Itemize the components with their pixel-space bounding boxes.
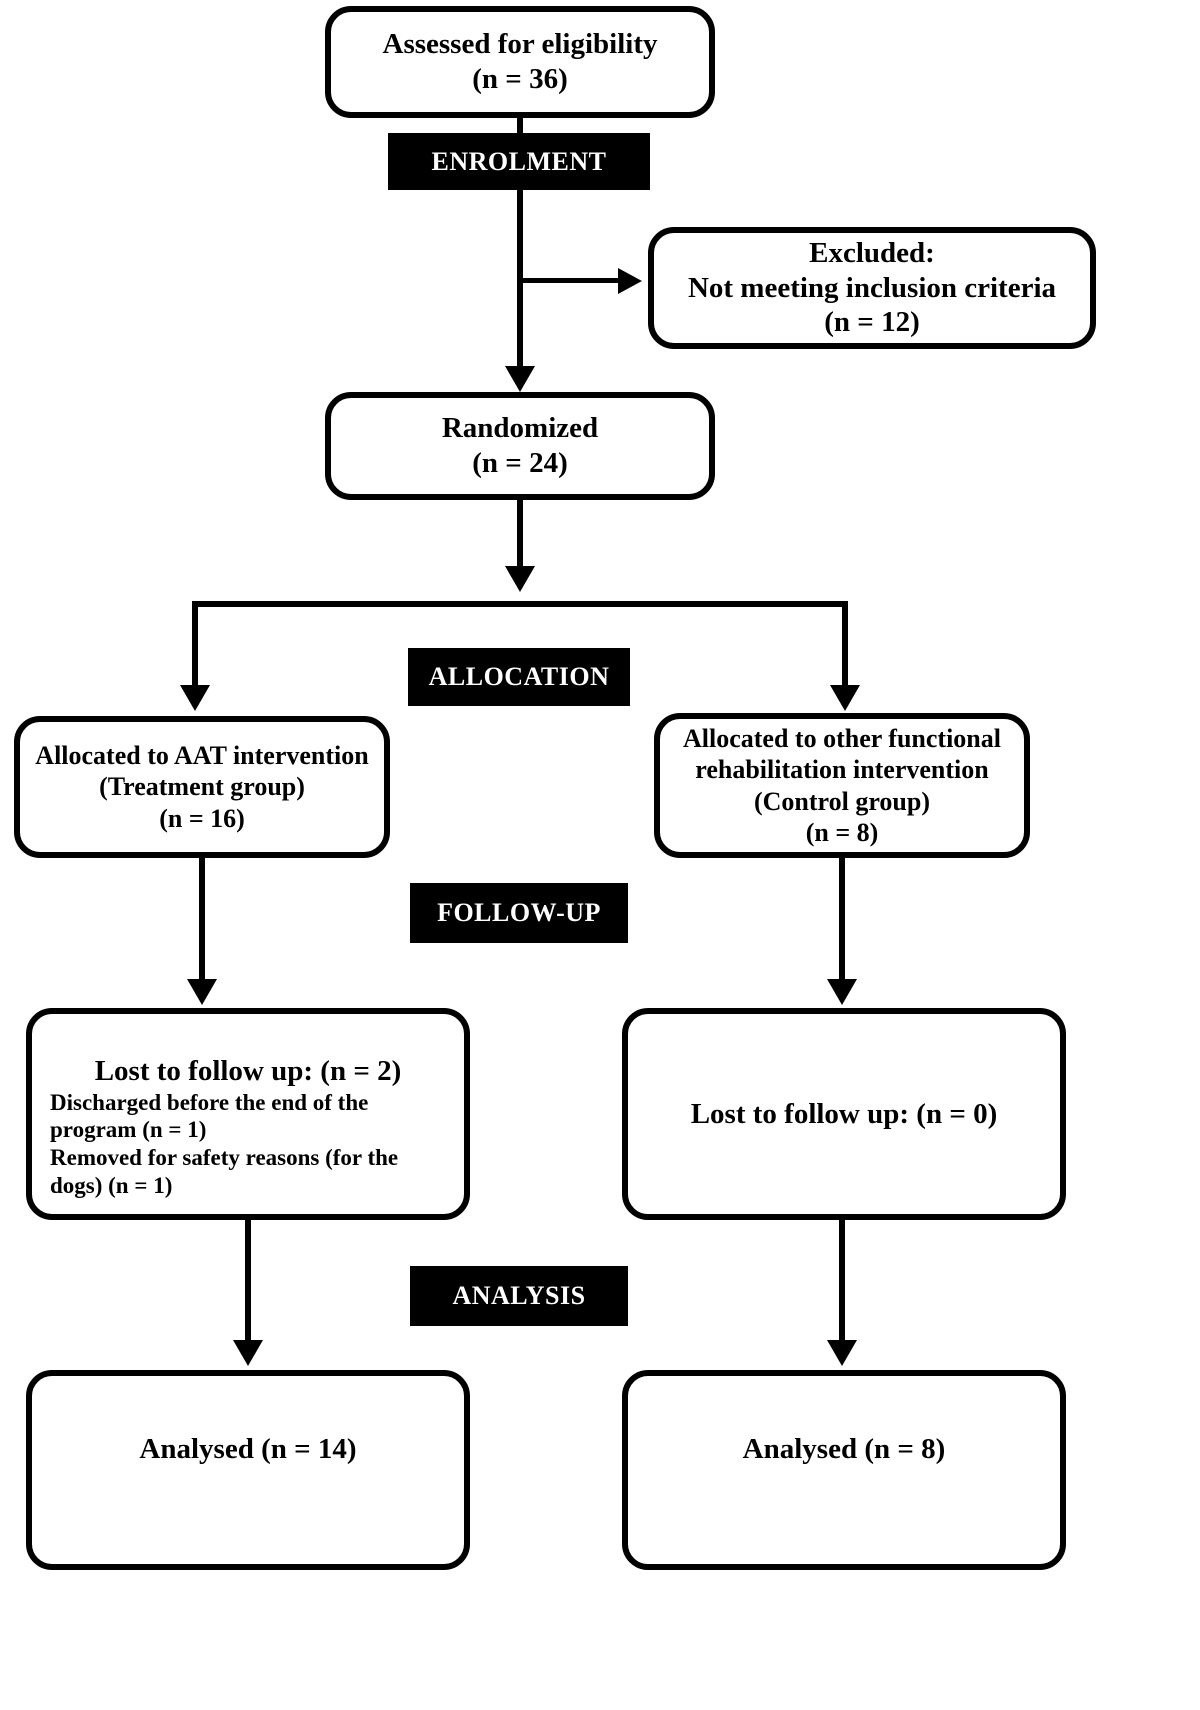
node-lost-control: Lost to follow up: (n = 0) bbox=[622, 1008, 1066, 1220]
connector-treatment-to-lost bbox=[199, 858, 205, 986]
excluded-line-1: Excluded: bbox=[809, 236, 935, 269]
connector-randomized-down bbox=[517, 500, 523, 572]
lost-treatment-line-1: Discharged before the end of the bbox=[50, 1089, 369, 1115]
connector-split-left bbox=[192, 601, 198, 693]
analysed-treatment-line-1: Analysed (n = 14) bbox=[139, 1433, 357, 1465]
arrowhead-to-randomized bbox=[505, 366, 535, 392]
node-lost-treatment: Lost to follow up: (n = 2) Discharged be… bbox=[26, 1008, 470, 1220]
arrowhead-control-to-analysed bbox=[827, 1340, 857, 1366]
connector-lost-control-to-analysed bbox=[839, 1220, 845, 1348]
node-excluded: Excluded: Not meeting inclusion criteria… bbox=[648, 227, 1096, 349]
banner-allocation: ALLOCATION bbox=[408, 648, 630, 706]
arrowhead-randomized-split bbox=[505, 566, 535, 592]
allocated-control-line-3: (Control group) bbox=[754, 786, 930, 816]
connector-to-excluded bbox=[520, 278, 624, 283]
allocated-control-line-2: rehabilitation intervention bbox=[695, 755, 989, 785]
assessed-line-1: Assessed for eligibility bbox=[382, 28, 658, 61]
excluded-line-3: (n = 12) bbox=[824, 306, 920, 339]
arrowhead-to-excluded bbox=[618, 268, 642, 294]
node-analysed-control: Analysed (n = 8) bbox=[622, 1370, 1066, 1570]
banner-analysis: ANALYSIS bbox=[410, 1266, 628, 1326]
randomized-line-1: Randomized bbox=[441, 412, 599, 445]
connector-split-horizontal bbox=[192, 601, 848, 607]
arrowhead-treatment-to-analysed bbox=[233, 1340, 263, 1366]
node-randomized: Randomized (n = 24) bbox=[325, 392, 715, 500]
connector-control-to-lost bbox=[839, 858, 845, 986]
connector-split-right bbox=[842, 601, 848, 693]
lost-control-heading: Lost to follow up: (n = 0) bbox=[690, 1097, 998, 1130]
lost-treatment-line-3: Removed for safety reasons (for the bbox=[50, 1144, 399, 1170]
allocated-control-line-1: Allocated to other functional bbox=[683, 724, 1001, 754]
arrowhead-to-treatment bbox=[180, 685, 210, 711]
banner-followup-label: FOLLOW-UP bbox=[437, 898, 601, 927]
arrowhead-treatment-to-lost bbox=[187, 979, 217, 1005]
connector-lost-treatment-to-analysed bbox=[245, 1220, 251, 1348]
allocated-treatment-line-2: (Treatment group) bbox=[99, 772, 305, 802]
analysed-control-line-1: Analysed (n = 8) bbox=[742, 1433, 946, 1465]
node-assessed-for-eligibility: Assessed for eligibility (n = 36) bbox=[325, 6, 715, 118]
banner-enrolment-label: ENROLMENT bbox=[431, 146, 607, 176]
banner-followup: FOLLOW-UP bbox=[410, 883, 628, 943]
lost-treatment-line-2: program (n = 1) bbox=[50, 1117, 207, 1143]
arrowhead-control-to-lost bbox=[827, 979, 857, 1005]
assessed-line-2: (n = 36) bbox=[472, 63, 568, 95]
allocated-treatment-line-1: Allocated to AAT intervention bbox=[35, 741, 369, 771]
banner-enrolment: ENROLMENT bbox=[388, 133, 650, 190]
lost-treatment-line-4: dogs) (n = 1) bbox=[50, 1172, 173, 1198]
node-analysed-treatment: Analysed (n = 14) bbox=[26, 1370, 470, 1570]
arrowhead-to-control bbox=[830, 685, 860, 711]
lost-treatment-heading: Lost to follow up: (n = 2) bbox=[94, 1055, 402, 1087]
banner-analysis-label: ANALYSIS bbox=[452, 1281, 586, 1310]
allocated-control-line-4: (n = 8) bbox=[805, 817, 879, 847]
allocated-treatment-line-3: (n = 16) bbox=[159, 803, 245, 833]
node-allocated-treatment: Allocated to AAT intervention (Treatment… bbox=[14, 716, 390, 858]
connector-assessed-to-randomized bbox=[517, 118, 523, 376]
randomized-line-2: (n = 24) bbox=[472, 447, 568, 479]
banner-allocation-label: ALLOCATION bbox=[428, 662, 610, 691]
node-allocated-control: Allocated to other functional rehabilita… bbox=[654, 713, 1030, 858]
excluded-line-2: Not meeting inclusion criteria bbox=[687, 271, 1057, 304]
